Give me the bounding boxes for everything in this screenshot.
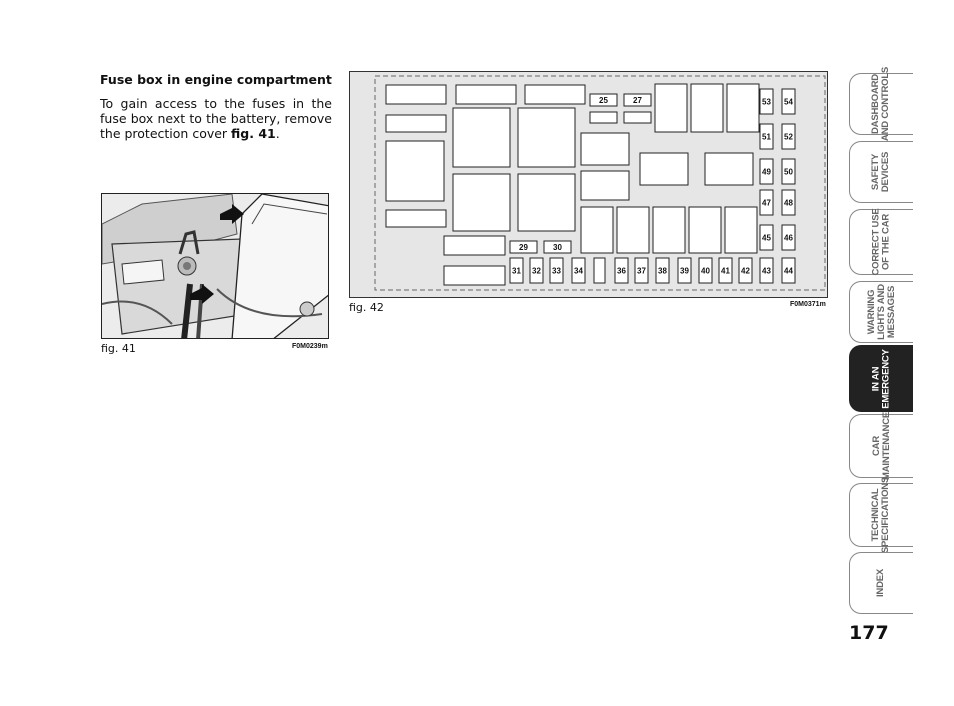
tab-car-maintenance[interactable]: CAR MAINTENANCE	[849, 412, 913, 480]
fuse-47-label: 47	[762, 199, 771, 208]
fuse-27-box	[623, 93, 652, 107]
fuse-40-label: 40	[701, 267, 710, 276]
fuse-31-box	[509, 257, 524, 284]
fuse-40-box	[698, 257, 713, 284]
fuse-30-box	[543, 240, 572, 254]
fuse-50-label: 50	[784, 168, 793, 177]
fuse-33-box	[549, 257, 564, 284]
fuse-47-box	[759, 189, 774, 216]
fuse-box-diagram: 25 27 29 30 31 32 33 34 36 37 38 39 40 41 42 43 44 53 51 49…	[349, 71, 828, 298]
fuse-41-label: 41	[721, 267, 730, 276]
tab-in-an-emergency[interactable]: IN AN EMERGENCY	[849, 345, 913, 412]
fuse-39-box	[677, 257, 692, 284]
fuse-45-label: 45	[762, 234, 771, 243]
fig-42-code: F0M0371m	[790, 301, 826, 308]
para-text: To gain access to the fuses in the fuse …	[100, 96, 332, 141]
fuse-50-box	[781, 158, 796, 185]
fuse-42-box	[738, 257, 753, 284]
fuse-42-label: 42	[741, 267, 750, 276]
tab-index[interactable]: INDEX	[849, 552, 913, 614]
fuse-38-box	[655, 257, 670, 284]
fuse-46-box	[781, 224, 796, 251]
page-number: 177	[849, 622, 889, 644]
fuse-39-label: 39	[680, 267, 689, 276]
fuse-25-box	[589, 93, 618, 107]
para-end: .	[275, 126, 280, 141]
engine-compartment-photo	[101, 193, 329, 339]
fuse-37-box	[634, 257, 649, 284]
fuse-33-label: 33	[552, 267, 561, 276]
fig-41-code: F0M0239m	[292, 343, 328, 350]
fuse-44-label: 44	[784, 267, 793, 276]
fuse-52-label: 52	[784, 133, 793, 142]
fig-42-label: fig. 42	[349, 301, 384, 314]
arrow-upper	[220, 204, 244, 224]
section-heading: Fuse box in engine compartment	[100, 72, 332, 87]
tab-correct-use-of-the-car[interactable]: CORRECT USE OF THE CAR	[849, 209, 913, 275]
intro-paragraph: To gain access to the fuses in the fuse …	[100, 96, 332, 141]
fuse-53-label: 53	[762, 98, 771, 107]
fuse-29-box	[509, 240, 538, 254]
tab-technical-specifications[interactable]: TECHNICAL SPECIFICATIONS	[849, 477, 913, 553]
tab-dashboard-and-controls[interactable]: DASHBOARD AND CONTROLS	[849, 67, 913, 141]
fuse-48-box	[781, 189, 796, 216]
arrow-lower	[190, 284, 214, 304]
fuse-43-label: 43	[762, 267, 771, 276]
fuse-54-box	[781, 88, 796, 115]
fuse-53-box	[759, 88, 774, 115]
fuse-36-box	[614, 257, 629, 284]
fuse-31-label: 31	[512, 267, 521, 276]
fuse-51-label: 51	[762, 133, 771, 142]
fuse-45-box	[759, 224, 774, 251]
fuse-41-box	[718, 257, 733, 284]
fuse-48-label: 48	[784, 199, 793, 208]
fuse-54-label: 54	[784, 98, 793, 107]
fuse-27-label: 27	[633, 96, 642, 105]
fuse-49-box	[759, 158, 774, 185]
fuse-49-label: 49	[762, 168, 771, 177]
fuse-52-box	[781, 123, 796, 150]
fig-41-label: fig. 41	[101, 342, 136, 355]
fuse-34-box	[571, 257, 586, 284]
fuse-43-box	[759, 257, 774, 284]
fuse-32-box	[529, 257, 544, 284]
tab-safety-devices[interactable]: SAFETY DEVICES	[849, 141, 913, 203]
fuse-44-box	[781, 257, 796, 284]
fuse-37-label: 37	[637, 267, 646, 276]
figure-reference: fig. 41	[231, 126, 276, 141]
fuse-34-label: 34	[574, 267, 583, 276]
fuse-36-label: 36	[617, 267, 626, 276]
fuse-32-label: 32	[532, 267, 541, 276]
tab-warning-lights-and-messages[interactable]: WARNING LIGHTS AND MESSAGES	[849, 281, 913, 343]
fuse-46-label: 46	[784, 234, 793, 243]
fuse-25-label: 25	[599, 96, 608, 105]
fuse-29-label: 29	[519, 243, 528, 252]
fuse-38-label: 38	[658, 267, 667, 276]
fuse-51-box	[759, 123, 774, 150]
fuse-30-label: 30	[553, 243, 562, 252]
